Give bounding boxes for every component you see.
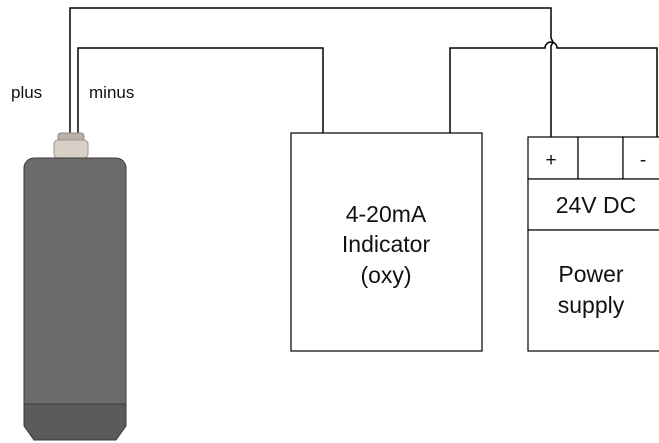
terminal-blank-cell <box>577 136 624 180</box>
plus-label: plus <box>11 83 42 102</box>
indicator-label-line3: (oxy) <box>360 262 411 288</box>
wires <box>69 7 658 137</box>
oxygen-probe <box>23 132 127 441</box>
plus-wire <box>69 7 554 137</box>
power-label-line1: Power <box>558 261 624 287</box>
indicator-box: 4-20mA Indicator (oxy) <box>290 132 483 352</box>
indicator-outline <box>290 132 483 352</box>
power-label-line2: supply <box>558 292 625 318</box>
power-supply: + - 24V DC Power supply <box>527 136 659 352</box>
terminal-plus-label: + <box>545 150 556 171</box>
probe-body <box>23 157 127 414</box>
terminal-minus-label: - <box>640 150 646 171</box>
indicator-label-line1: 4-20mA <box>346 201 427 227</box>
probe-connector <box>53 139 89 159</box>
voltage-cell <box>527 178 659 231</box>
indicator-to-supply-wire <box>449 41 658 137</box>
power-supply-body <box>527 229 659 352</box>
indicator-label-line2: Indicator <box>342 231 431 257</box>
probe-tip <box>23 403 127 441</box>
minus-wire <box>77 47 324 133</box>
minus-label: minus <box>89 83 134 102</box>
voltage-label: 24V DC <box>556 192 637 218</box>
